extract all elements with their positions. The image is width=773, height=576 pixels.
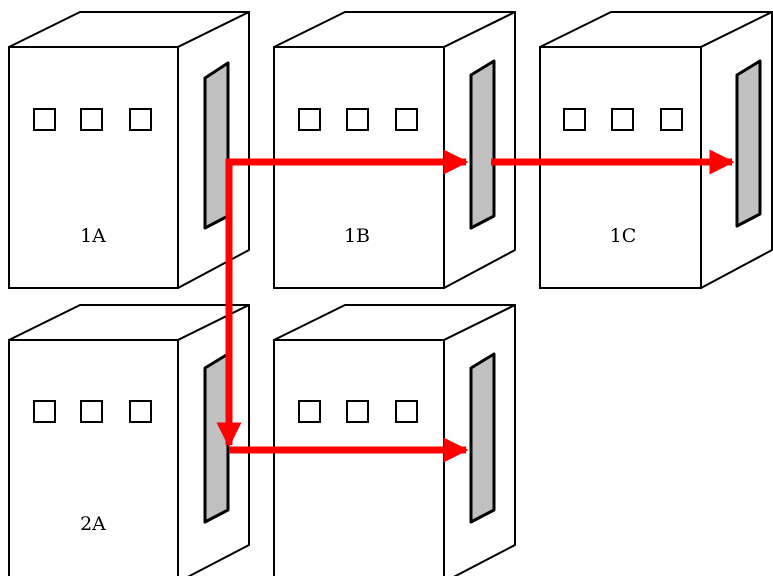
cabinet-label: 1A [80,225,106,247]
indicator-light [80,108,103,131]
indicator-light [129,400,152,423]
indicator-light [298,108,321,131]
indicator-light [346,108,369,131]
cabinet-1c: 1C [539,11,773,289]
door-panel [469,59,496,230]
indicator-light [563,108,586,131]
indicator-light [80,400,103,423]
indicator-light [611,108,634,131]
cabinet-label: 1B [344,225,370,247]
indicator-light [33,400,56,423]
indicator-light [395,108,418,131]
cabinet-1b: 1B [273,11,516,289]
cabinet-2b [273,304,516,576]
cable-routes [216,149,735,463]
cabinet-front [8,46,179,289]
indicator-light [346,400,369,423]
indicator-light [129,108,152,131]
indicator-light [395,400,418,423]
door-panel [735,59,762,228]
cabinet-front [273,339,445,576]
cabinet-2a: 2A [8,304,250,576]
cabinet-label: 1C [610,225,637,247]
indicator-light [660,108,683,131]
door-panel [203,352,230,524]
door-panel [469,352,496,524]
cabinet-front [273,46,445,289]
cabinet-front [8,339,179,576]
door-panel [203,61,230,230]
cabinet-label: 2A [80,513,106,535]
cabinet-1a: 1A [8,11,250,289]
cabinet-front [539,46,702,289]
indicator-light [298,400,321,423]
indicator-light [33,108,56,131]
